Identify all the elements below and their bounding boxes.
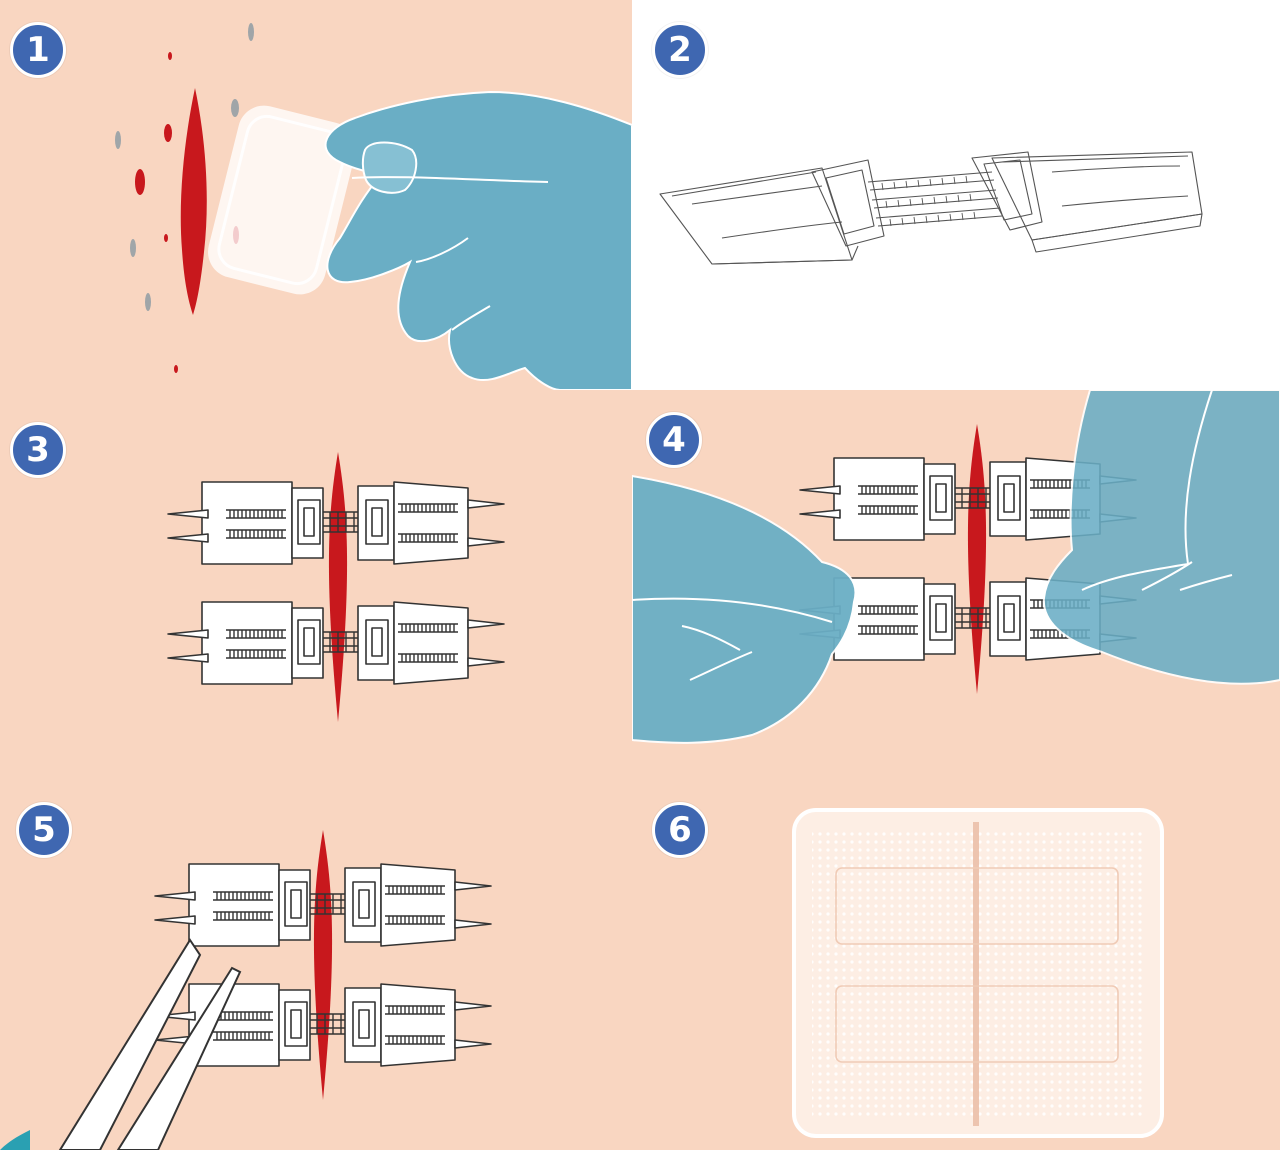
step-3-panel — [0, 390, 632, 750]
step-badge-5: 5 — [16, 802, 72, 858]
step-badge-3: 3 — [10, 422, 66, 478]
step-badge-4: 4 — [646, 412, 702, 468]
step-4-panel — [632, 390, 1280, 750]
place-closure-devices-icon — [0, 452, 632, 722]
step-5-panel — [0, 750, 632, 1150]
wound-closure-device-icon — [659, 151, 1203, 265]
step-badge-2: 2 — [652, 22, 708, 78]
step-2-panel — [632, 0, 1280, 390]
step-badge-1: 1 — [10, 22, 66, 78]
step-badge-6: 6 — [652, 802, 708, 858]
trim-excess-straps-icon — [0, 830, 632, 1150]
clean-wound-with-gauze-icon — [115, 23, 632, 390]
apply-dressing-icon — [792, 808, 1164, 1138]
step-6-panel — [632, 750, 1280, 1150]
step-1-panel — [0, 0, 632, 390]
tighten-closure-straps-icon — [632, 390, 1280, 744]
